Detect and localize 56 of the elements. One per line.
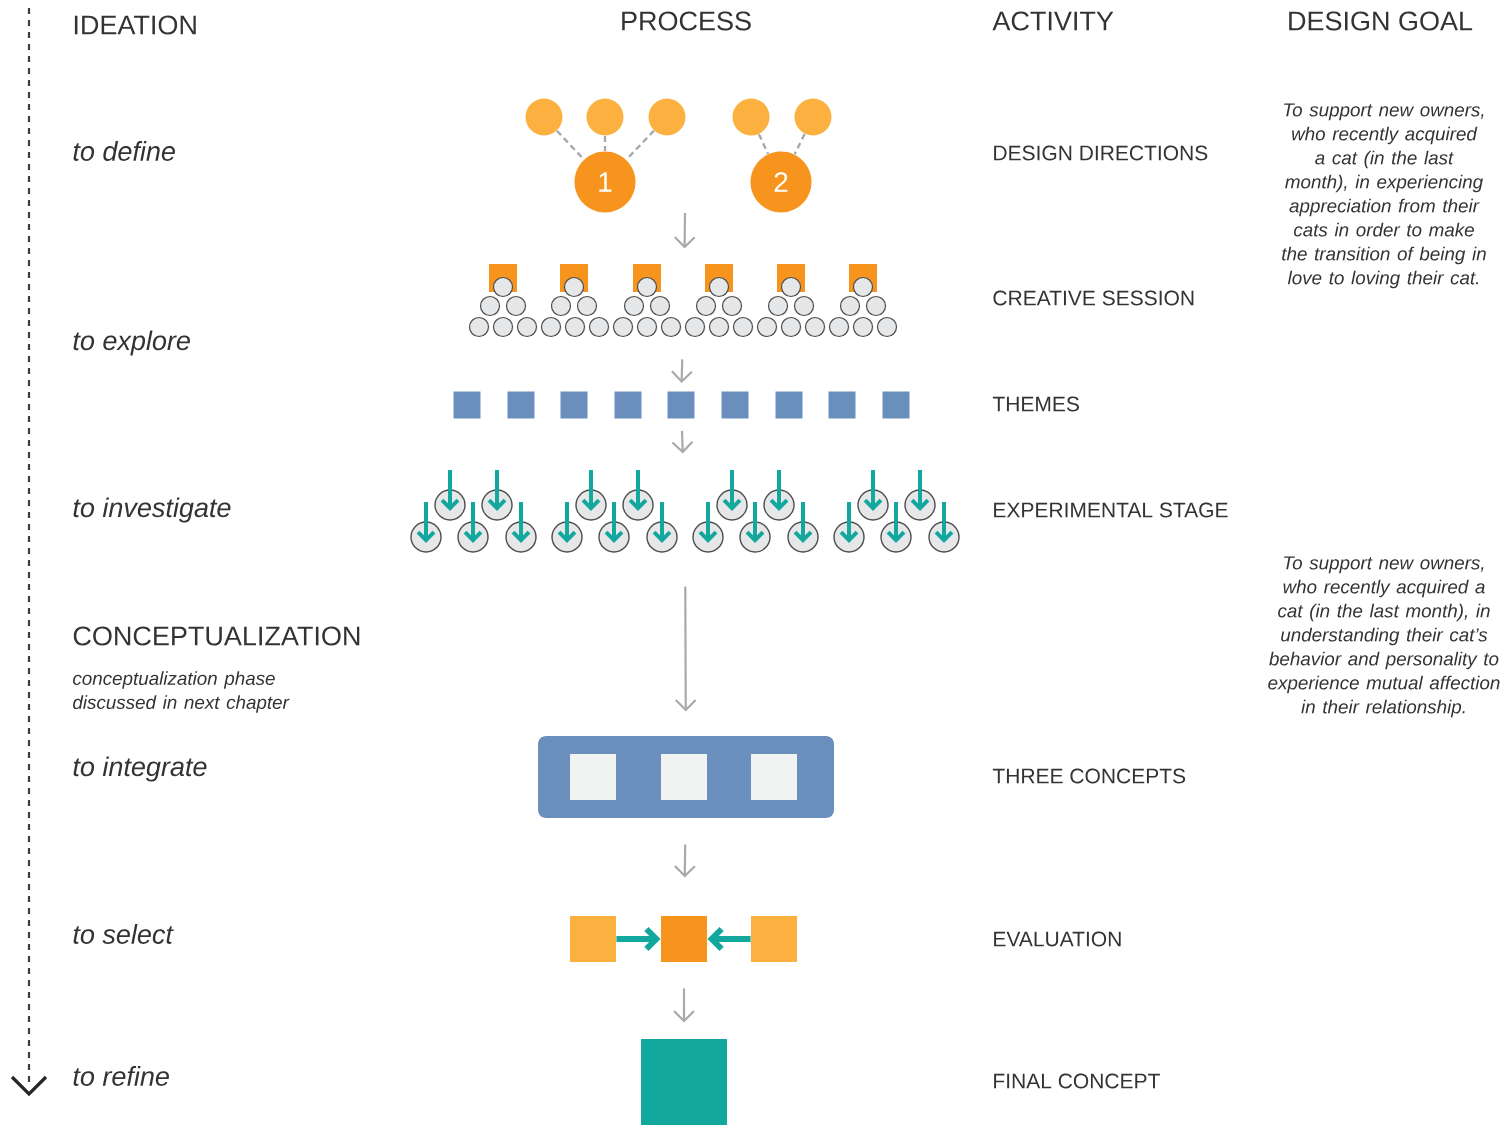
- theme-square: [453, 391, 481, 419]
- arrow: [674, 586, 697, 712]
- phase-label: to refine: [73, 1066, 169, 1086]
- theme-square: [828, 391, 856, 419]
- arrow: [674, 844, 696, 878]
- arrow: [671, 430, 694, 454]
- concept-square: [661, 754, 707, 800]
- idea-circle: [525, 98, 563, 136]
- design-goal-text: To support new owners, who recently acquired a cat (in the last month), in experiencing appreciation from their cats in order to make the transition of being in love to loving their cat.: [1282, 103, 1486, 289]
- concept-square: [570, 754, 616, 800]
- theme-square: [560, 391, 588, 419]
- activity-label: EXPERIMENTAL STAGE: [994, 502, 1228, 518]
- theme-square: [721, 391, 749, 419]
- dashed-connector: [793, 133, 806, 155]
- arrow: [616, 926, 661, 952]
- column-header: DESIGN GOAL: [1289, 11, 1473, 31]
- idea-circle: [586, 98, 624, 136]
- idea-circle: [648, 98, 686, 136]
- phase-label: to define: [73, 141, 175, 161]
- phase-label: to investigate: [73, 497, 231, 523]
- idea-circle: [732, 98, 770, 136]
- activity-label: DESIGN DIRECTIONS: [994, 145, 1208, 161]
- dashed-connector: [757, 133, 770, 155]
- design-goal-text: To support new owners, who recently acquired a cat (in the last month), in understanding their cat’s behavior and personality to experience mutual affection in their relationship.: [1268, 556, 1500, 718]
- column-header: ACTIVITY: [992, 11, 1114, 31]
- column-header: IDEATION: [74, 15, 196, 35]
- evaluation-square: [570, 916, 616, 962]
- arrow: [707, 926, 751, 952]
- theme-square: [614, 391, 642, 419]
- arrow: [673, 988, 695, 1023]
- concept-square: [751, 754, 797, 800]
- experiment-drawing: [410, 470, 960, 553]
- column-header: PROCESS: [622, 11, 751, 31]
- note-text: conceptualization phase discussed in next chapter: [73, 671, 290, 713]
- idea-circle: [794, 98, 832, 136]
- arrow: [671, 359, 693, 384]
- evaluation-square: [661, 916, 707, 962]
- creative-session-drawing: [468, 264, 898, 338]
- arrow: [673, 213, 696, 249]
- theme-square: [882, 391, 910, 419]
- evaluation-square: [751, 916, 797, 962]
- theme-square: [507, 391, 535, 419]
- phase-label: to integrate: [73, 756, 207, 782]
- activity-label: FINAL CONCEPT: [994, 1073, 1160, 1089]
- activity-label: CREATIVE SESSION: [993, 290, 1194, 306]
- dashed-connector: [556, 129, 585, 161]
- dashed-connector: [603, 135, 607, 152]
- section-heading: CONCEPTUALIZATION: [73, 626, 360, 646]
- activity-label: EVALUATION: [994, 931, 1121, 947]
- activity-label: THREE CONCEPTS: [992, 768, 1186, 784]
- theme-square: [667, 391, 695, 419]
- activity-label: THEMES: [992, 396, 1079, 412]
- theme-square: [775, 391, 803, 419]
- phase-label: to select: [73, 924, 174, 944]
- phase-label: to explore: [73, 330, 190, 356]
- final-concept-square: [641, 1039, 727, 1125]
